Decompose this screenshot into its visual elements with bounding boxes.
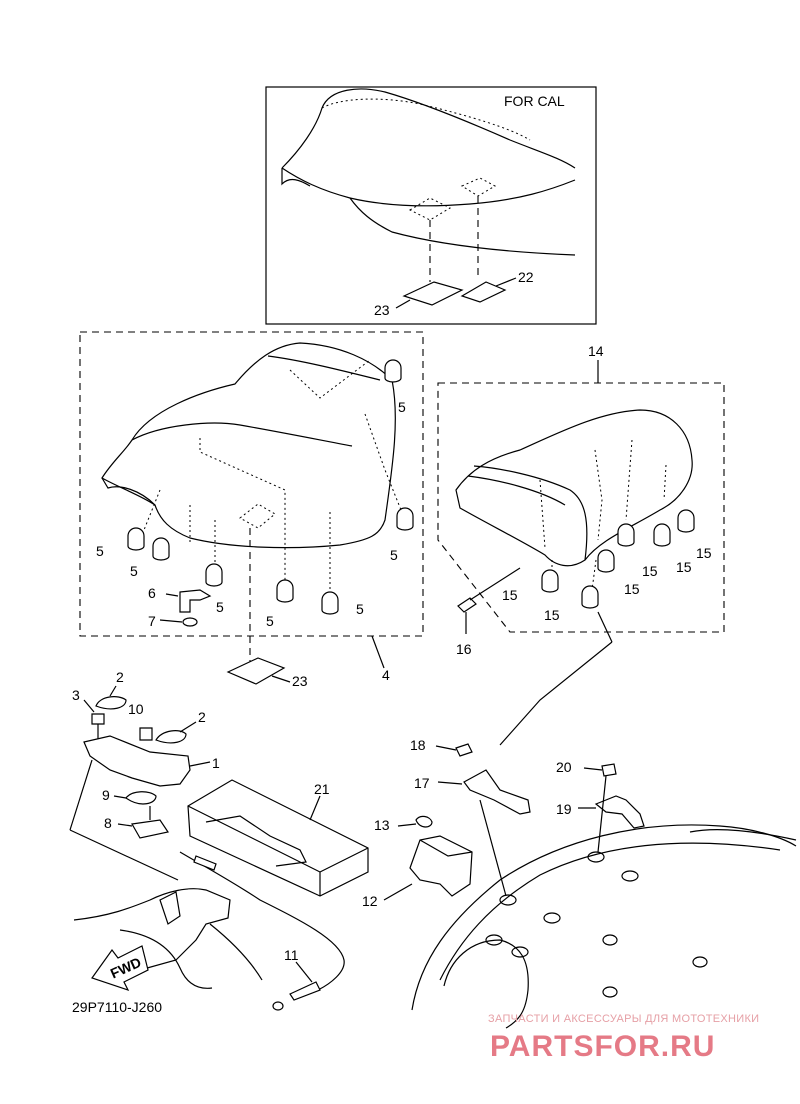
damper-parts <box>127 359 414 615</box>
callout-16: 16 <box>456 641 472 657</box>
callout-7: 7 <box>148 613 156 629</box>
callout-23: 23 <box>292 673 308 689</box>
callout-20: 20 <box>556 759 572 775</box>
cable-11: 11 <box>73 851 345 1011</box>
watermark: ЗАПЧАСТИ И АКСЕССУАРЫ ДЛЯ МОТОТЕХНИКИ PA… <box>488 1013 759 1063</box>
callout-9: 9 <box>102 787 110 803</box>
callout-15-f: 15 <box>544 607 560 623</box>
callout-15-a: 15 <box>696 545 712 561</box>
callout-1: 1 <box>212 755 220 771</box>
callout-2-b: 2 <box>198 709 206 725</box>
callout-15-c: 15 <box>642 563 658 579</box>
callout-3: 3 <box>72 687 80 703</box>
storage-case-21: 21 <box>187 779 369 897</box>
bracket-12: 13 12 <box>362 815 473 909</box>
fwd-arrow: FWD <box>91 945 149 992</box>
callout-5-d: 5 <box>130 563 138 579</box>
callout-5-a: 5 <box>398 399 406 415</box>
callout-13: 13 <box>374 817 390 833</box>
callout-5-g: 5 <box>356 601 364 617</box>
callout-23-inset: 23 <box>374 302 390 318</box>
diagram-code: 29P7110-J260 <box>72 999 162 1015</box>
callout-5-c: 5 <box>96 543 104 559</box>
callout-18: 18 <box>410 737 426 753</box>
callout-21: 21 <box>314 781 330 797</box>
inset-for-cal: FOR CAL 23 22 <box>265 86 597 325</box>
callout-12: 12 <box>362 893 378 909</box>
callout-10: 10 <box>128 701 144 717</box>
callout-19: 19 <box>556 801 572 817</box>
callout-15-d: 15 <box>624 581 640 597</box>
callout-5-f: 5 <box>266 613 274 629</box>
inset-label: FOR CAL <box>504 93 565 109</box>
callout-2-a: 2 <box>116 669 124 685</box>
callout-15-e: 15 <box>502 587 518 603</box>
lock-hardware: 2 2 3 10 1 9 8 <box>69 669 220 881</box>
seat-group-4: 5 5 5 5 5 5 5 6 7 23 4 <box>79 331 424 689</box>
bracket-19: 20 19 <box>556 759 645 853</box>
callout-14: 14 <box>588 343 604 359</box>
callout-11: 11 <box>284 947 299 963</box>
seat-group-14: 14 16 15 15 15 15 15 15 <box>437 343 725 746</box>
watermark-logo: PARTSFOR.RU <box>490 1030 715 1063</box>
callout-5-b: 5 <box>390 547 398 563</box>
callout-5-e: 5 <box>216 599 224 615</box>
callout-17: 17 <box>414 775 430 791</box>
callout-4: 4 <box>382 667 390 683</box>
callout-6: 6 <box>148 585 156 601</box>
callout-8: 8 <box>104 815 112 831</box>
watermark-tagline: ЗАПЧАСТИ И АКСЕССУАРЫ ДЛЯ МОТОТЕХНИКИ <box>488 1013 759 1025</box>
callout-22: 22 <box>518 269 534 285</box>
callout-15-b: 15 <box>676 559 692 575</box>
rear-fender <box>411 824 797 1029</box>
bracket-17: 18 17 <box>410 737 531 897</box>
